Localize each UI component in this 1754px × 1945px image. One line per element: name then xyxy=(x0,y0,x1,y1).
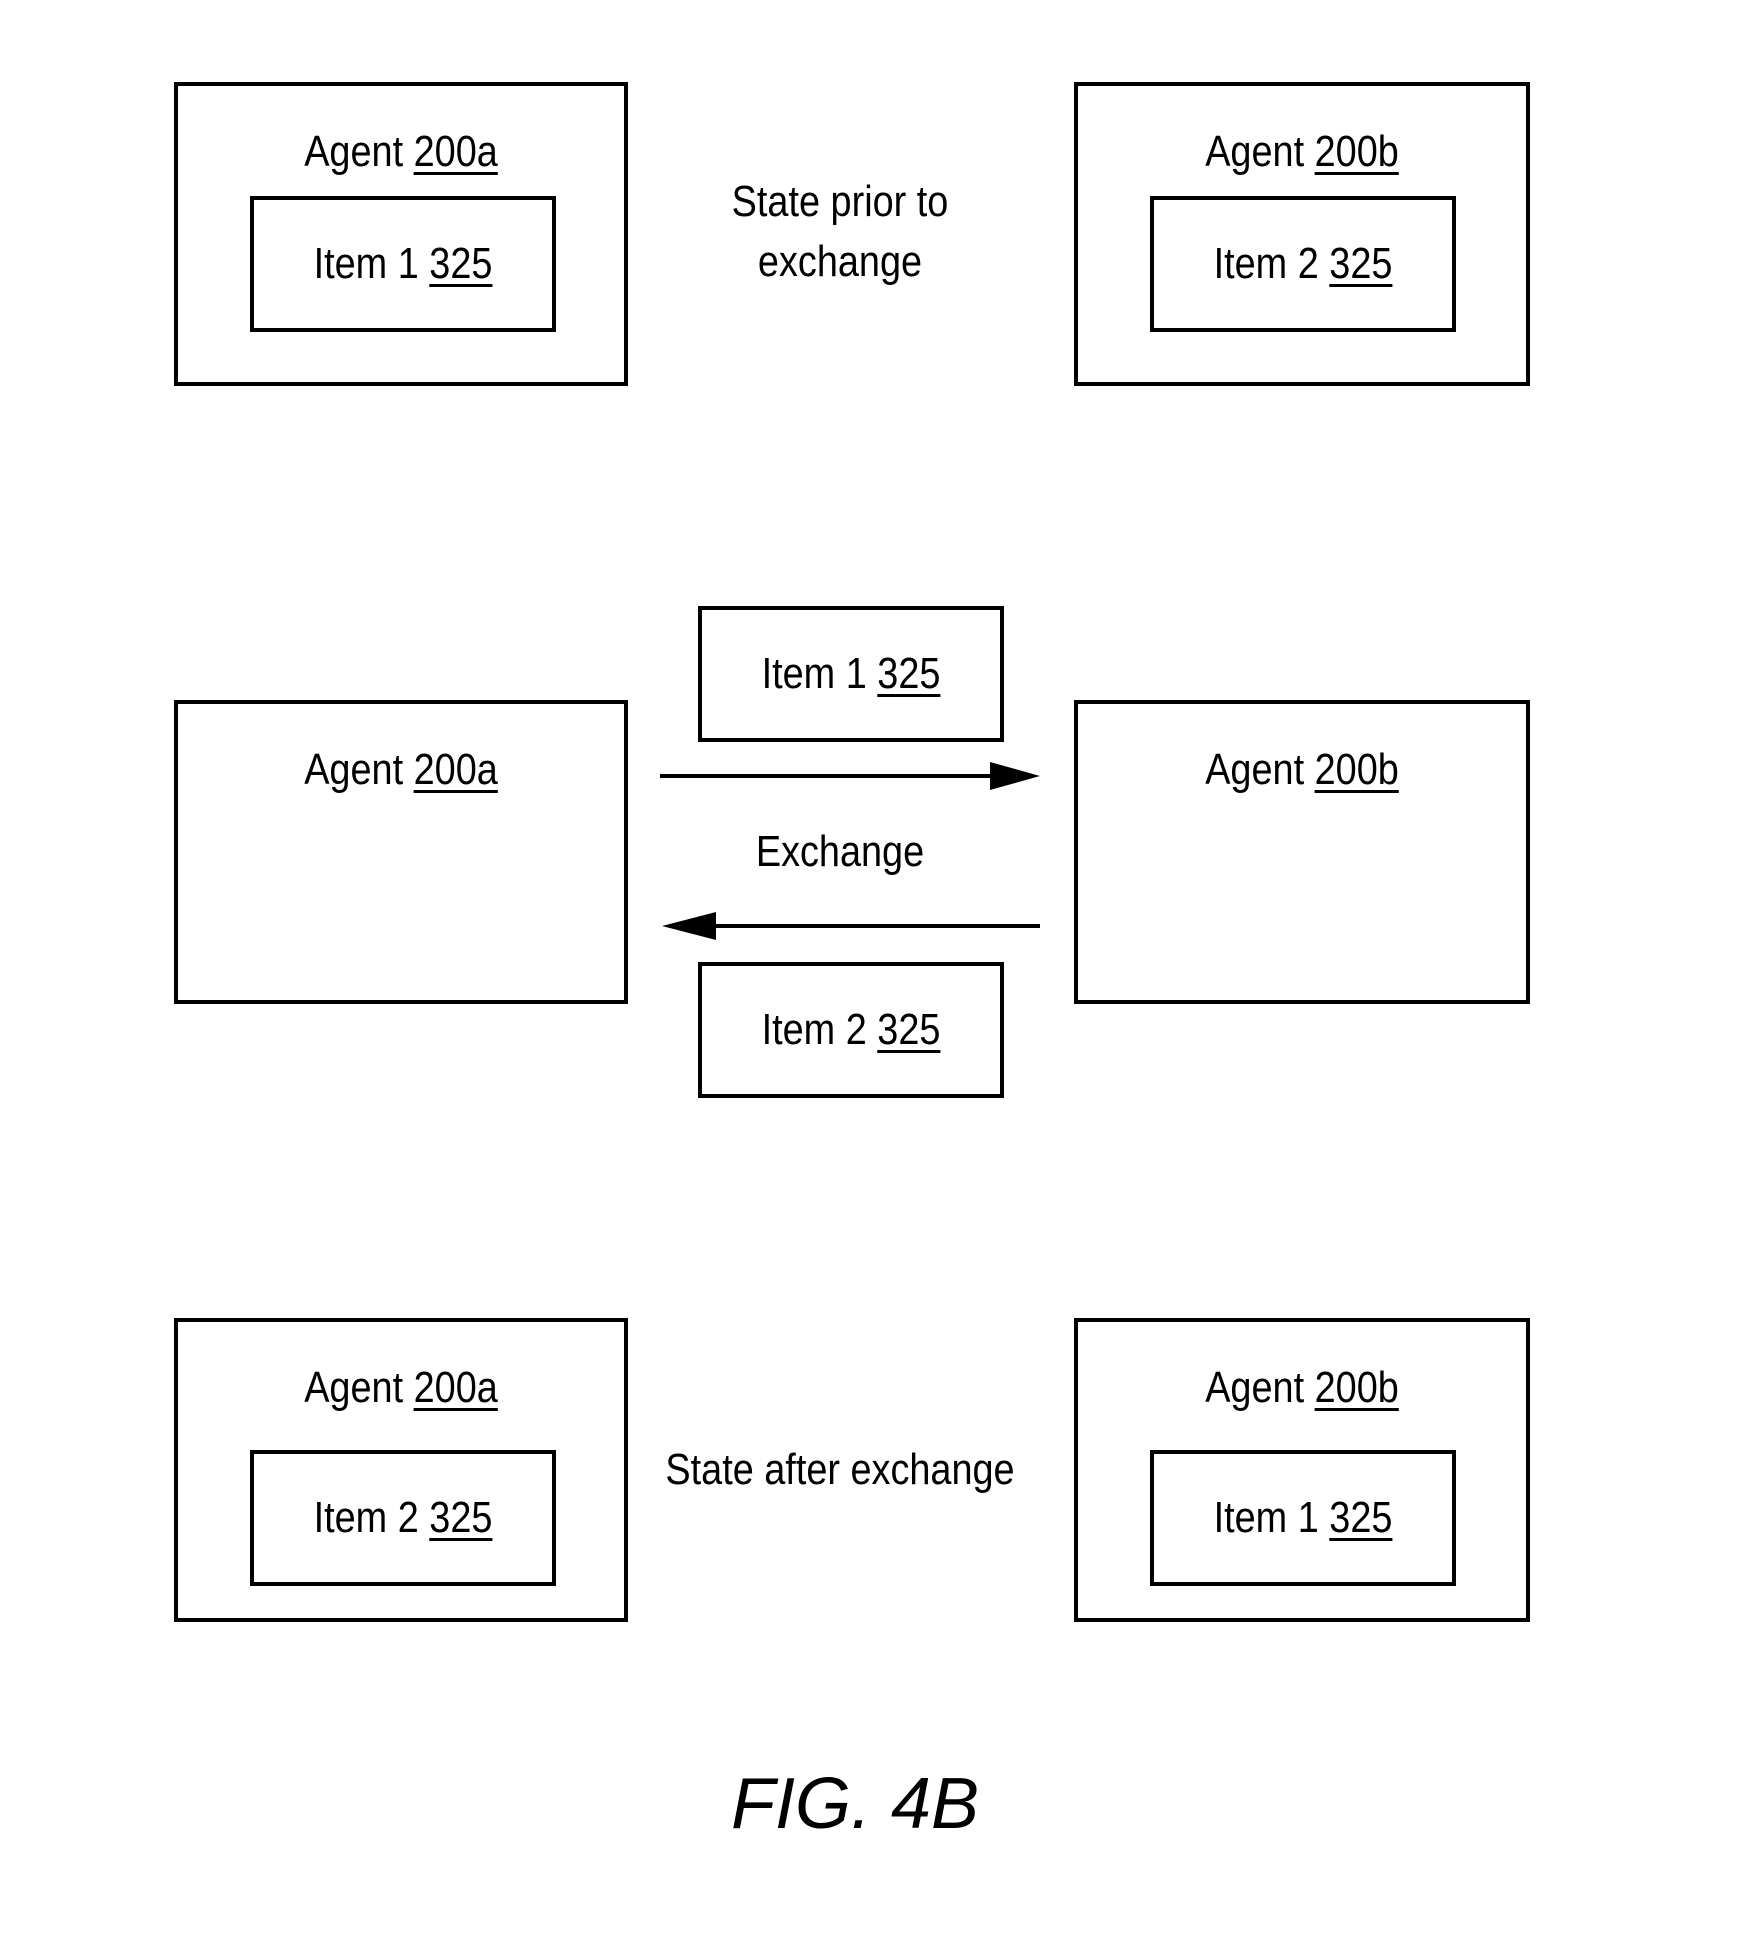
figure-label: FIG. 4B xyxy=(0,1768,1710,1840)
caption-after: State after exchange xyxy=(634,1440,1047,1500)
item-box: Item 2 325 xyxy=(250,1450,556,1586)
item-ref: 325 xyxy=(429,1493,492,1542)
agent-label: Agent xyxy=(1205,1363,1304,1412)
item-label: Item 1 325 xyxy=(1175,1496,1431,1540)
agent-ref: 200a xyxy=(414,1363,498,1412)
agent-ref: 200b xyxy=(1315,1363,1399,1412)
item-ref: 325 xyxy=(1329,1493,1392,1542)
agent-box-200b-after: Agent 200b Item 1 325 xyxy=(1074,1318,1530,1622)
item-name: Item 2 xyxy=(314,1493,419,1542)
agent-label: Agent xyxy=(304,1363,403,1412)
arrow-to-agent-200b xyxy=(660,762,1040,790)
agent-title: Agent 200b xyxy=(1109,1366,1494,1410)
item-box: Item 1 325 xyxy=(1150,1450,1456,1586)
item-name: Item 1 xyxy=(1214,1493,1319,1542)
agent-title: Agent 200a xyxy=(209,1366,593,1410)
arrow-to-agent-200a xyxy=(662,912,1040,940)
item-label: Item 2 325 xyxy=(275,1496,531,1540)
caption-line: State after exchange xyxy=(634,1440,1047,1500)
agent-box-200a-after: Agent 200a Item 2 325 xyxy=(174,1318,628,1622)
